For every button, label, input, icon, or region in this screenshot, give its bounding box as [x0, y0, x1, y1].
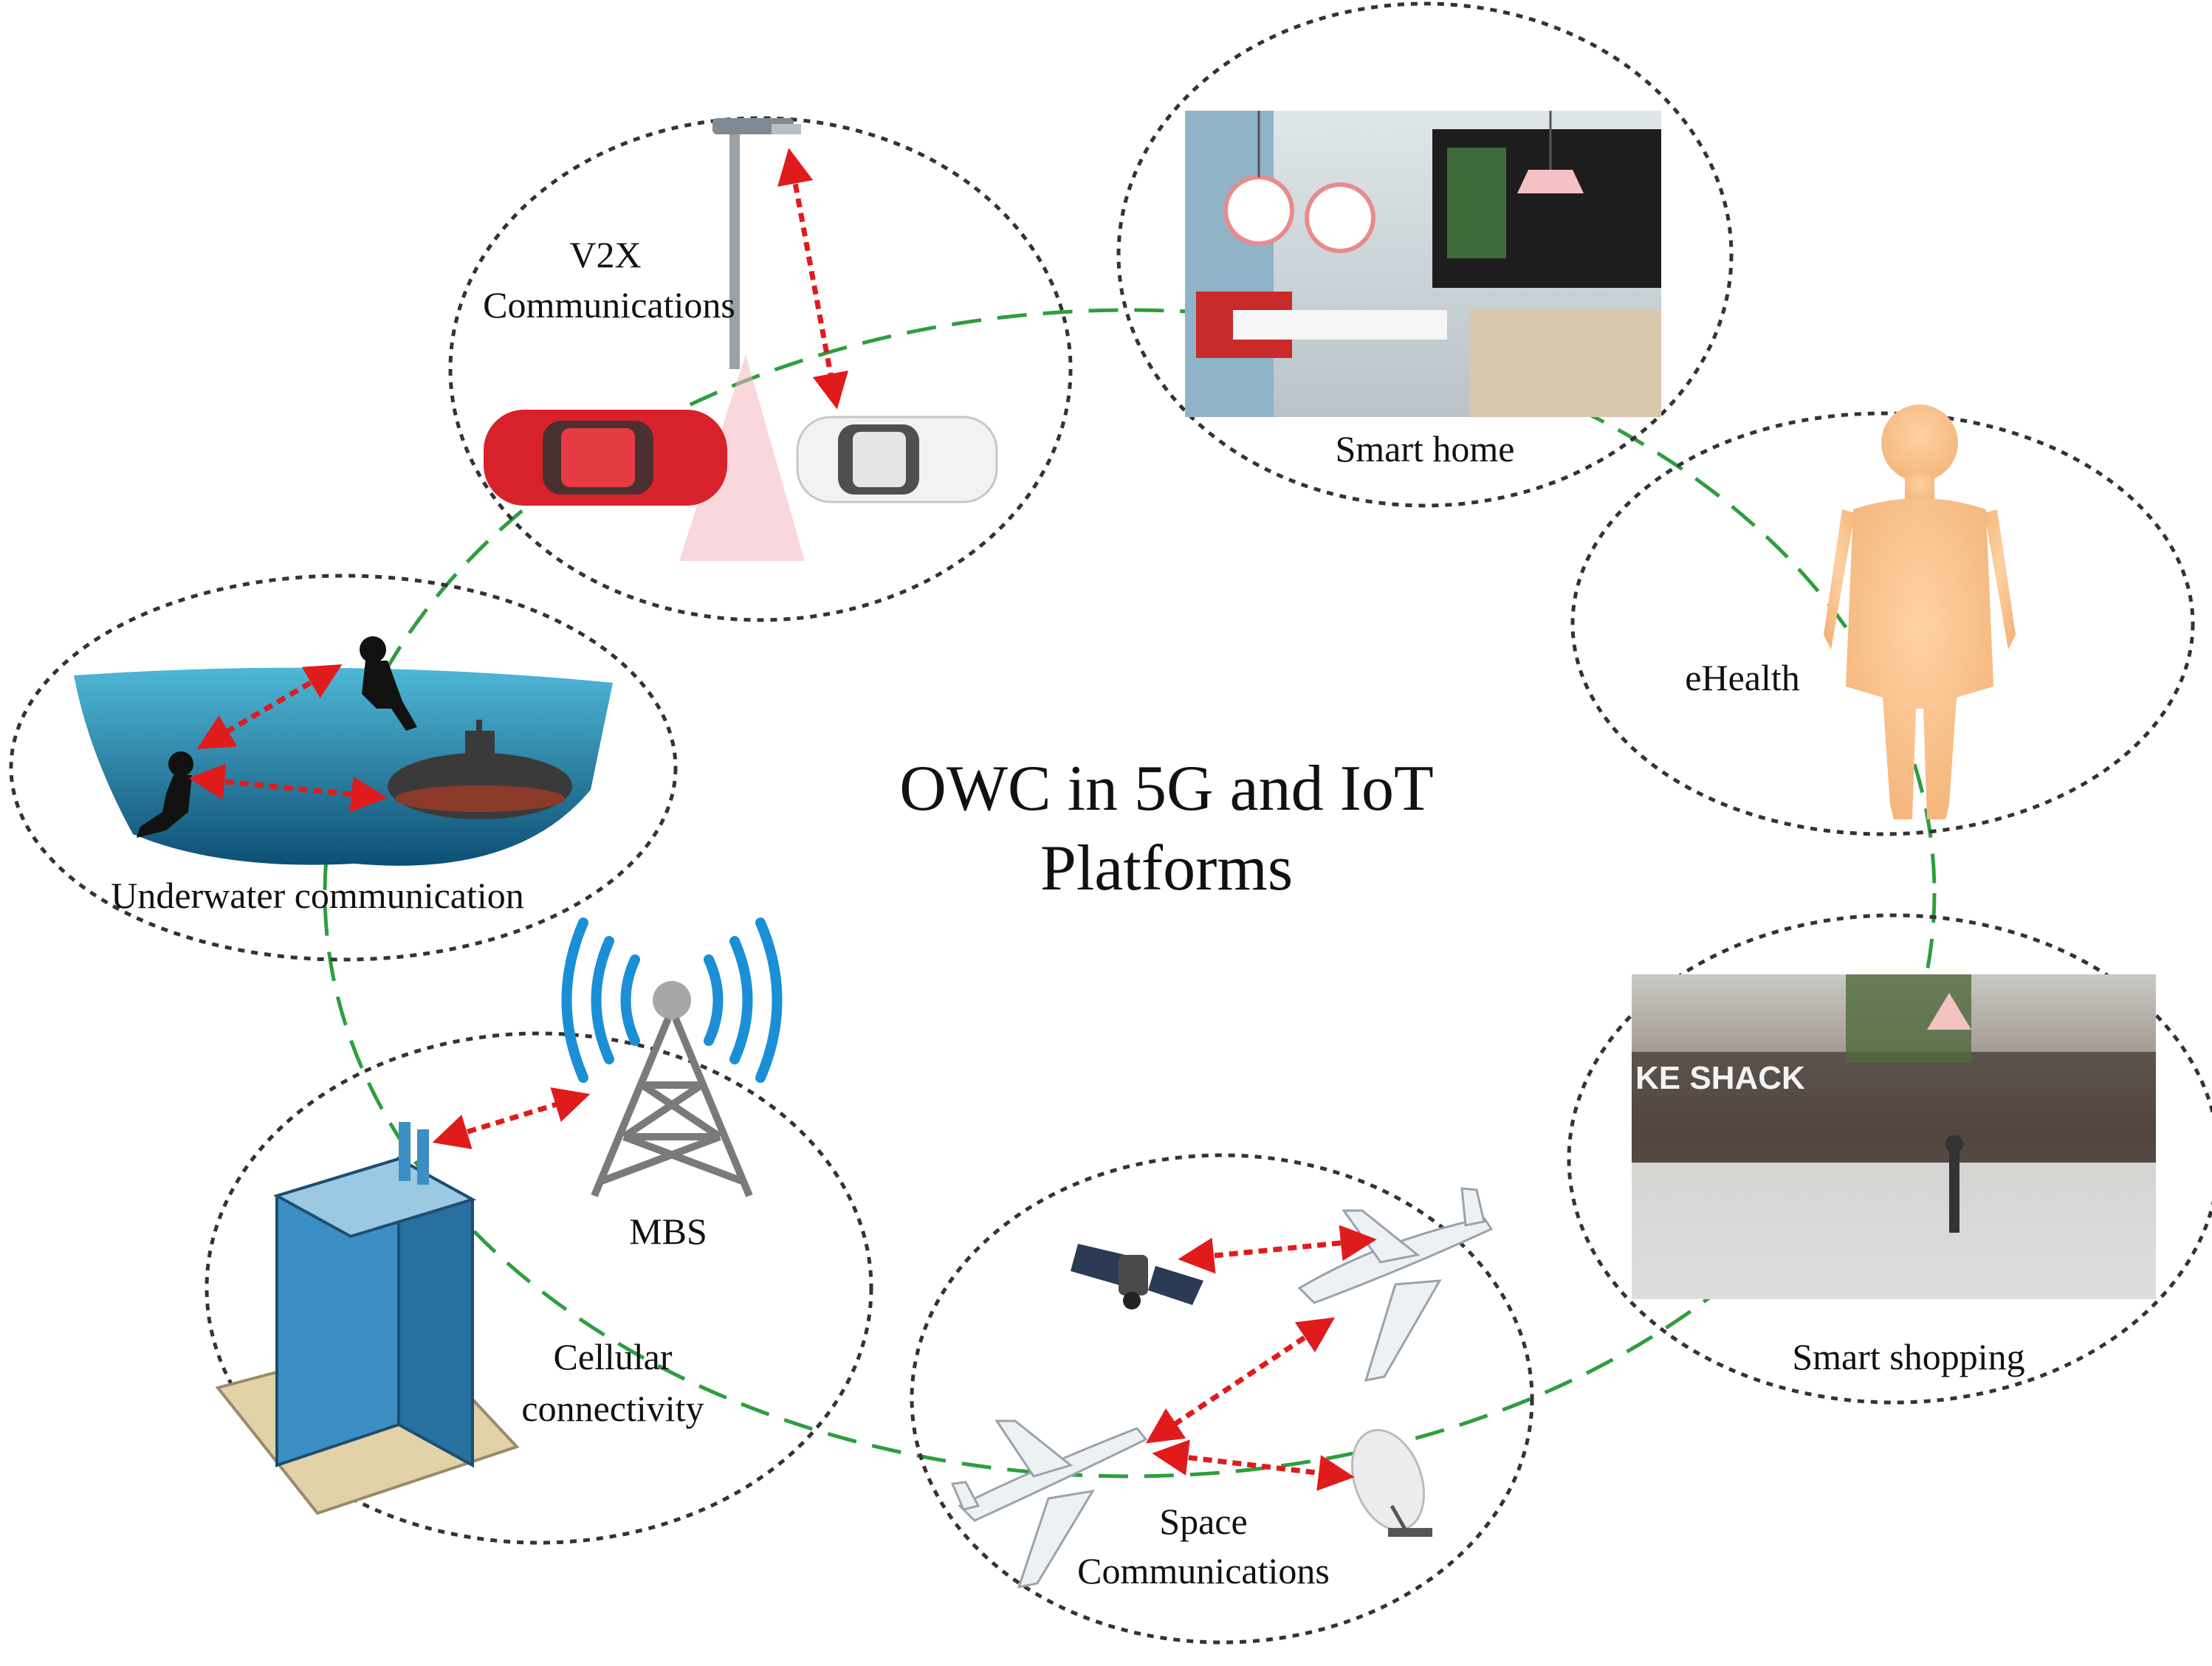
network-ring	[323, 308, 1937, 1479]
diver-submarine-link	[188, 763, 388, 813]
light-cone	[679, 354, 805, 561]
signal-waves-icon	[561, 918, 783, 1083]
shopping-photo: KE SHACK	[1632, 974, 2156, 1299]
space-label-line2: Communications	[1077, 1550, 1330, 1591]
airplane-dish-link	[1152, 1439, 1355, 1491]
underwater-label: Underwater communication	[111, 875, 524, 916]
smart-home-ellipse	[1116, 1, 1734, 508]
space-label-line1: Space	[1159, 1501, 1247, 1542]
diver-diver-link	[196, 664, 343, 749]
human-body-icon	[1824, 405, 2016, 819]
ehealth-ellipse	[1570, 411, 2195, 836]
diagram-title-line2: Platforms	[1040, 833, 1293, 904]
satellite-airplane-link	[1178, 1225, 1377, 1274]
submarine-icon	[388, 720, 572, 819]
diver-icon	[360, 636, 417, 731]
cellular-ellipse	[205, 1031, 873, 1545]
space-ellipse	[910, 1153, 1534, 1645]
cellular-label-line2: connectivity	[521, 1388, 704, 1429]
underwater-ellipse	[9, 574, 678, 962]
diver-icon	[137, 751, 193, 838]
building-tower-link	[432, 1087, 591, 1149]
smart-home-photo	[1185, 111, 1661, 417]
shopping-label: Smart shopping	[1792, 1336, 2024, 1377]
v2x-link	[777, 148, 848, 410]
street-lamp-icon	[712, 118, 801, 369]
mbs-label: MBS	[629, 1211, 707, 1252]
airplane-icon	[1297, 1187, 1494, 1382]
v2x-label-line1: V2X	[569, 234, 641, 275]
satellite-icon	[1071, 1244, 1203, 1309]
v2x-ellipse	[448, 116, 1073, 622]
shopping-ellipse	[1567, 913, 2212, 1405]
white-car-icon	[796, 416, 998, 503]
dish-icon	[1350, 1428, 1432, 1537]
tower-icon	[591, 981, 753, 1197]
cellular-label-line1: Cellular	[553, 1336, 672, 1377]
red-car-icon	[484, 410, 727, 506]
diagram-title-line1: OWC in 5G and IoT	[899, 753, 1433, 825]
building-icon	[215, 1122, 520, 1515]
airplane-icon	[950, 1419, 1148, 1588]
airplane-airplane-link	[1145, 1317, 1336, 1444]
shop-sign: KE SHACK	[1635, 1060, 1805, 1096]
ehealth-label: eHealth	[1685, 657, 1799, 698]
v2x-label-line2: Communications	[483, 284, 735, 326]
smart-home-label: Smart home	[1335, 428, 1514, 469]
